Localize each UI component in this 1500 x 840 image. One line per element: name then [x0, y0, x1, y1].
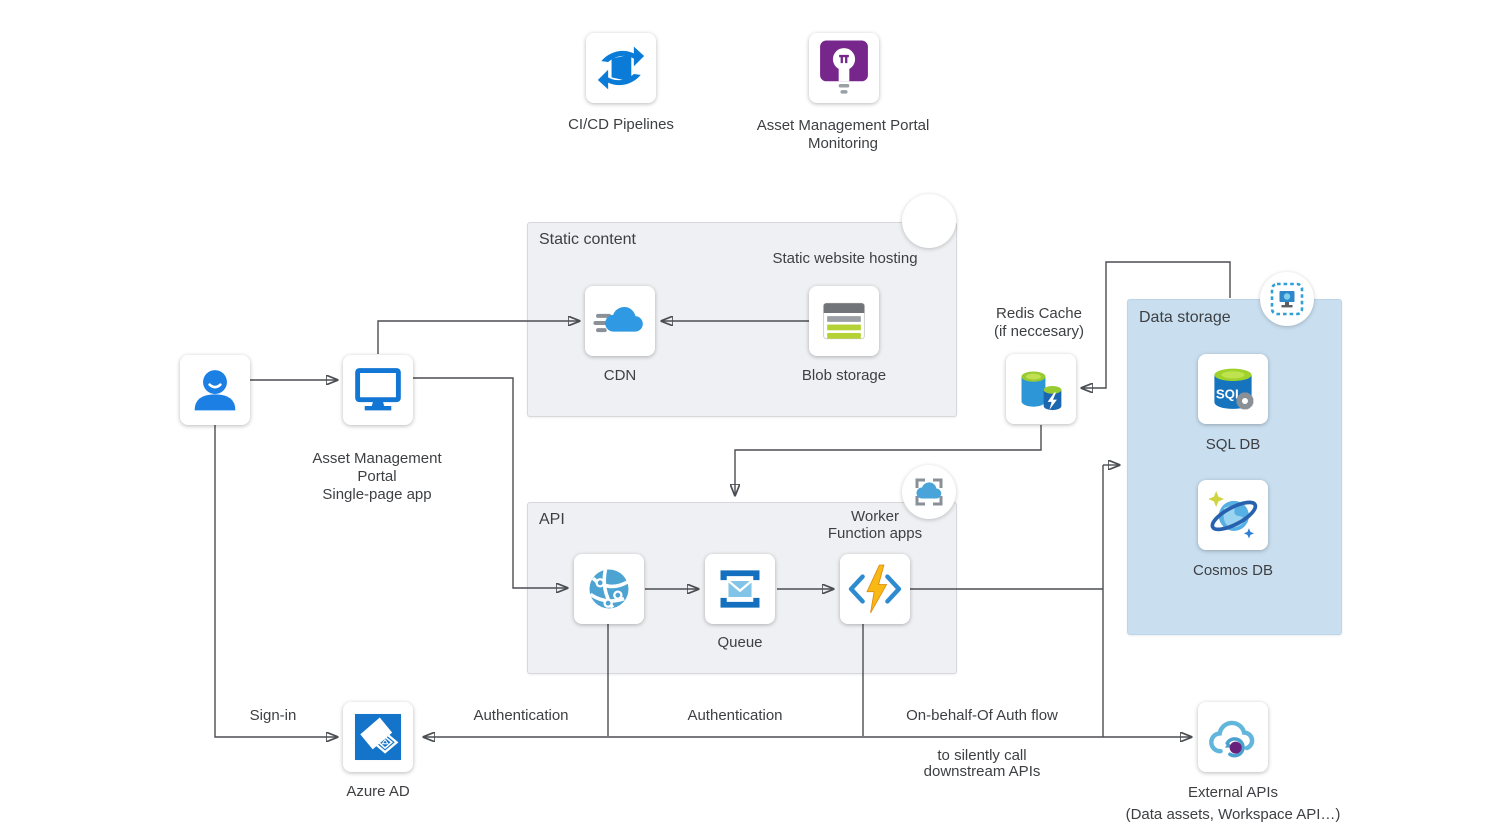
external-apis-label-line2: (Data assets, Workspace API…) — [1125, 806, 1341, 823]
user-node — [180, 355, 250, 425]
data-storage-badge — [1260, 272, 1314, 326]
worker-function-apps-label: Worker Function apps — [828, 508, 922, 542]
application-insights-icon — [820, 40, 868, 94]
redis-label: Redis Cache (if neccesary) — [994, 305, 1084, 341]
blob-storage-node — [809, 286, 879, 356]
azure-ad-node — [343, 702, 413, 772]
monitoring-label-line2: Monitoring — [807, 135, 879, 152]
cicd-pipelines-label: CI/CD Pipelines — [568, 116, 674, 133]
cosmos-db-label: Cosmos DB — [1192, 562, 1274, 579]
api-app-node — [574, 554, 644, 624]
worker-label-line1: Worker — [850, 508, 900, 525]
spa-label-line2: Portal — [357, 468, 397, 485]
external-apis-node — [1198, 702, 1268, 772]
cicd-pipelines-node — [586, 33, 656, 103]
monitoring-label-line1: Asset Management Portal — [756, 117, 930, 134]
sql-db-icon: SQL — [1214, 368, 1254, 410]
obo-sub-label-line1: to silently call — [937, 747, 1027, 764]
cosmos-db-node — [1198, 480, 1268, 550]
static-content-badge — [902, 194, 956, 248]
cdn-icon — [593, 307, 643, 333]
cosmos-db-icon — [1208, 491, 1258, 539]
cdn-label: CDN — [603, 367, 637, 384]
sign-in-edge-label: Sign-in — [249, 707, 297, 724]
obo-edge-label: On-behalf-Of Auth flow — [906, 707, 1058, 724]
queue-icon — [720, 570, 760, 608]
queue-node — [705, 554, 775, 624]
cdn-node — [585, 286, 655, 356]
redis-cache-node — [1006, 354, 1076, 424]
redis-cache-icon — [1021, 371, 1062, 411]
function-apps-node — [840, 554, 910, 624]
static-content-title: Static content — [539, 231, 636, 248]
authentication-left-edge-label: Authentication — [473, 707, 569, 724]
external-apis-label-line1: External APIs — [1187, 784, 1279, 801]
redis-label-line1: Redis Cache — [996, 305, 1082, 322]
edge-redis-to-api — [735, 425, 1042, 495]
sql-db-label: SQL DB — [1205, 436, 1261, 453]
static-website-hosting-label: Static website hosting — [772, 250, 918, 267]
spa-label-line1: Asset Management — [312, 450, 442, 467]
spa-label-line3: Single-page app — [322, 486, 432, 503]
spa-node — [343, 355, 413, 425]
queue-label: Queue — [717, 634, 763, 651]
edge-spa-to-api — [413, 377, 567, 588]
obo-sub-label-line2: downstream APIs — [923, 763, 1041, 780]
worker-badge — [902, 465, 956, 519]
sql-icon-text: SQL — [1216, 387, 1243, 402]
worker-label-line2: Function apps — [827, 525, 923, 542]
azure-devops-icon — [597, 46, 645, 90]
managed-instance-icon — [1270, 282, 1304, 316]
authentication-mid-edge-label: Authentication — [687, 707, 783, 724]
hosting-brackets-cloud-icon — [915, 478, 943, 506]
api-title: API — [539, 511, 565, 528]
monitor-icon — [355, 368, 401, 411]
blob-storage-icon — [823, 302, 865, 340]
external-apis-label: External APIs (Data assets, Workspace AP… — [1126, 782, 1341, 826]
azure-ad-label: Azure AD — [346, 783, 410, 800]
redis-label-line2: (if neccesary) — [993, 323, 1085, 340]
sql-db-node: SQL — [1198, 354, 1268, 424]
spa-label: Asset Management Portal Single-page app — [312, 450, 441, 504]
user-icon — [194, 370, 236, 411]
data-storage-title: Data storage — [1139, 309, 1231, 326]
function-apps-icon — [848, 564, 902, 614]
external-apis-icon — [1209, 720, 1255, 758]
obo-sub-label: to silently call downstream APIs — [924, 748, 1041, 780]
monitoring-label: Asset Management Portal Monitoring — [757, 117, 930, 153]
azure-ad-icon — [354, 713, 402, 761]
edge-user-signin — [214, 425, 337, 737]
blob-storage-label: Blob storage — [801, 367, 887, 384]
edge-datastorage-to-redis — [1082, 261, 1231, 388]
edge-spa-to-cdn — [377, 321, 579, 354]
web-app-globe-icon — [589, 569, 629, 609]
monitoring-node — [809, 33, 879, 103]
